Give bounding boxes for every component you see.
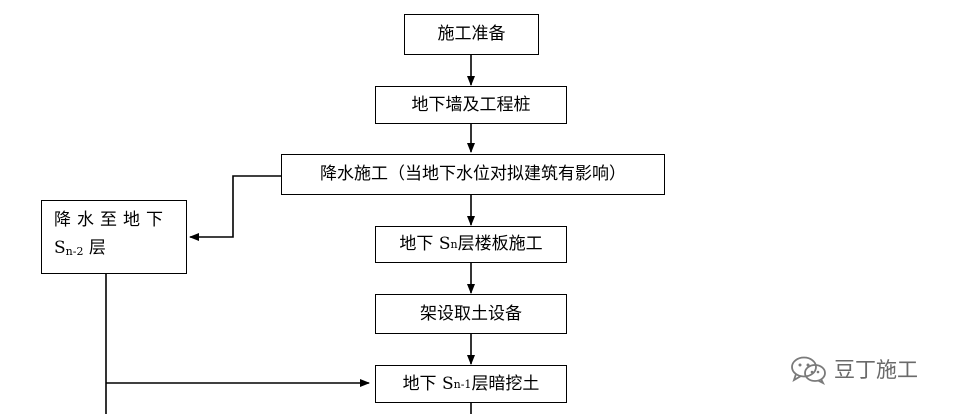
step-covered-excavation-label-post: 层暗挖土 — [471, 373, 540, 394]
side-box-line2-sub: n-2 — [65, 245, 84, 258]
step-floor-slab-label-sub: n — [450, 238, 458, 251]
side-box-line1: 降水至地下 — [54, 210, 169, 230]
side-box-line2-pre: S — [54, 238, 66, 258]
branch-to-side — [189, 175, 281, 241]
step-dewatering: 降水施工（当地下水位对拟建筑有影响） — [281, 154, 665, 195]
side-box-line2-post: 层 — [83, 238, 106, 258]
step-preparation: 施工准备 — [404, 14, 539, 55]
side-dewatering-box: 降水至地下 Sn-2 层 — [41, 200, 187, 274]
watermark-text: 豆丁施工 — [834, 357, 918, 382]
watermark: 豆丁施工 — [790, 355, 918, 385]
side-box-line2: Sn-2 层 — [54, 238, 186, 258]
step-excavation-equipment: 架设取土设备 — [375, 294, 567, 334]
step-covered-excavation-label-sub: n-1 — [453, 377, 472, 391]
step-floor-slab-label-post: 层楼板施工 — [457, 234, 543, 254]
wechat-icon — [791, 356, 826, 385]
step-diaphragm-wall-piles: 地下墙及工程桩 — [375, 86, 567, 124]
step-covered-excavation-label-pre: 地下 S — [402, 373, 454, 394]
step-floor-slab-label-pre: 地下 S — [399, 234, 451, 254]
